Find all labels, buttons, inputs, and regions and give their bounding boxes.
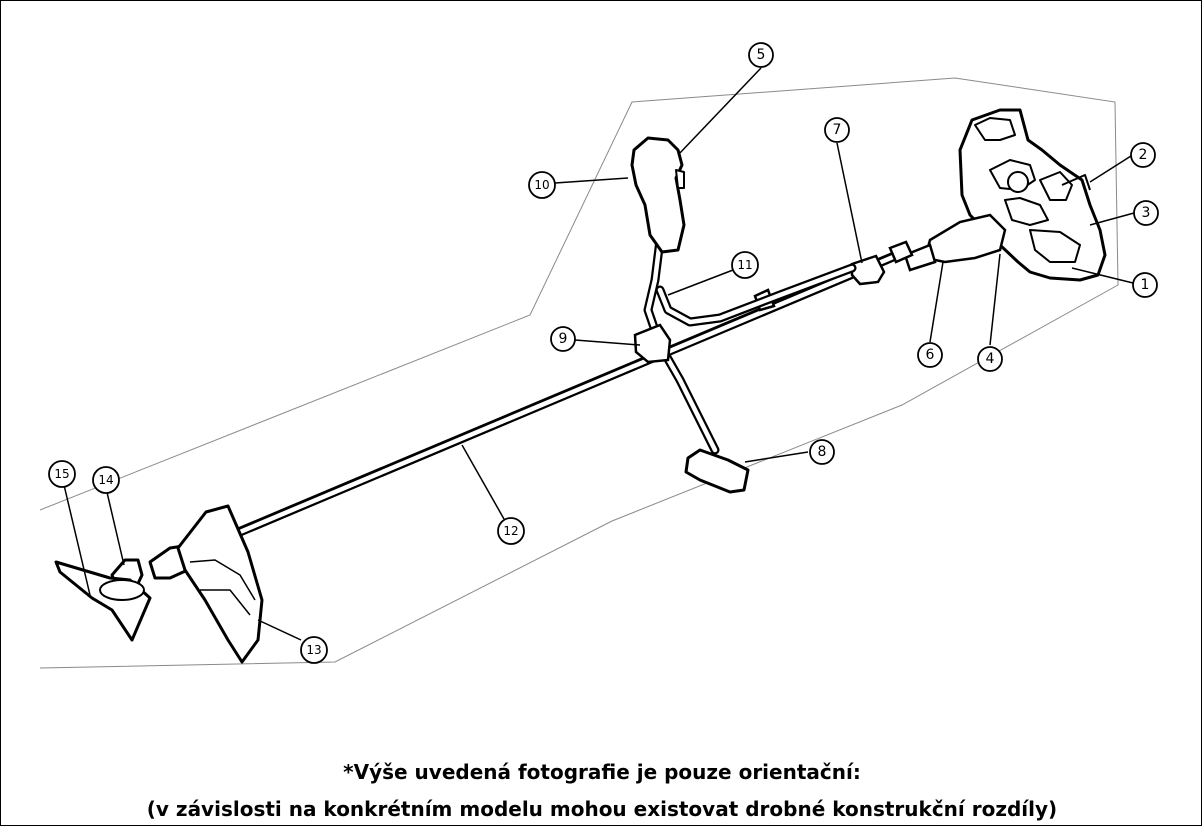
callout-6-circle [917, 342, 943, 368]
callout-10: 10 [534, 178, 549, 192]
handle-clamp [633, 323, 672, 364]
callout-9-circle [550, 326, 576, 352]
callout-12-circle [497, 517, 525, 545]
callout-7: 7 [833, 122, 842, 138]
callout-3-circle [1133, 200, 1159, 226]
drive-shaft [185, 247, 910, 558]
callout-15: 15 [54, 467, 69, 481]
callout-2-circle [1130, 142, 1156, 168]
callout-5: 5 [757, 47, 766, 63]
callout-11: 11 [737, 258, 752, 272]
callout-14-circle [92, 466, 120, 494]
callout-13-circle [300, 636, 328, 664]
callout-numbers: 1 2 3 4 5 6 7 8 9 10 11 12 13 14 15 [54, 47, 1150, 657]
callout-5-circle [748, 42, 774, 68]
caption-note: (v závislosti na konkrétním modelu mohou… [146, 797, 1058, 821]
blade-guard [176, 504, 264, 664]
callout-circles [48, 42, 1159, 664]
callout-12: 12 [503, 524, 518, 538]
caption-disclaimer: *Výše uvedená fotografie je pouze orient… [343, 760, 861, 784]
callout-4: 4 [986, 351, 995, 367]
callout-2: 2 [1139, 147, 1148, 163]
callout-8: 8 [818, 444, 827, 460]
callout-14: 14 [98, 473, 113, 487]
cutting-blade [54, 560, 152, 642]
callout-4-circle [977, 346, 1003, 372]
callout-1-circle [1132, 272, 1158, 298]
callout-3: 3 [1142, 205, 1151, 221]
callout-6: 6 [926, 347, 935, 363]
shaft-clamps [753, 240, 914, 312]
callout-10-circle [528, 171, 556, 199]
callout-8-circle [809, 439, 835, 465]
throttle-grip [630, 136, 686, 254]
callout-1: 1 [1141, 277, 1150, 293]
perspective-outline [39, 77, 1119, 669]
clutch-housing [903, 213, 1007, 272]
callout-9: 9 [559, 331, 568, 347]
callout-7-circle [824, 117, 850, 143]
callout-11-circle [731, 251, 759, 279]
left-grip [684, 448, 750, 494]
callout-13: 13 [306, 643, 321, 657]
leader-lines [63, 67, 1135, 641]
callout-15-circle [48, 460, 76, 488]
